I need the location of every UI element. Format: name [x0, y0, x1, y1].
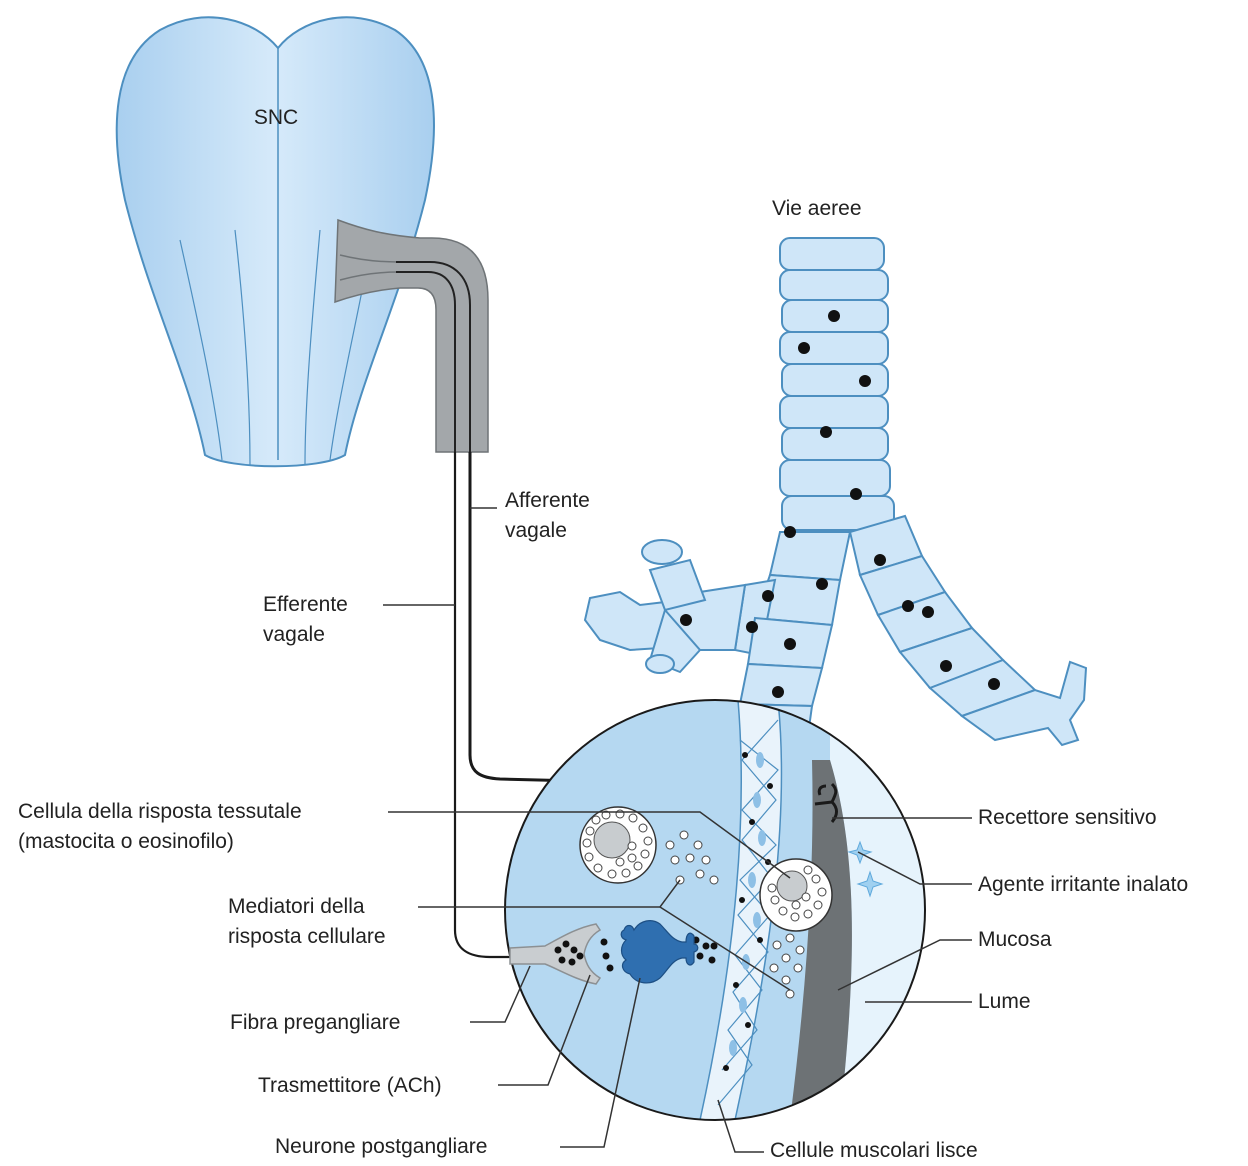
tissue-cell-label-line1: Cellula della risposta tessutale [18, 797, 302, 827]
preganglionic-fiber-label: Fibra pregangliare [230, 1008, 400, 1038]
mucosa-label: Mucosa [978, 925, 1052, 955]
vagal-afferent-label: Afferente vagale [505, 486, 590, 546]
mast-cell [580, 807, 656, 883]
mediators-label: Mediatori della risposta cellulare [228, 892, 386, 952]
vagal-afferent-label-line2: vagale [505, 516, 590, 546]
tissue-cell-label: Cellula della risposta tessutale (mastoc… [18, 797, 302, 857]
lumen-label: Lume [978, 987, 1031, 1017]
mediators-label-line1: Mediatori della [228, 892, 386, 922]
vagal-efferent-label: Efferente vagale [263, 590, 348, 650]
transmitter-label: Trasmettitore (ACh) [258, 1071, 442, 1101]
irritant-label: Agente irritante inalato [978, 870, 1188, 900]
sensory-receptor-label: Recettore sensitivo [978, 803, 1157, 833]
tissue-cell-label-line2: (mastocita o eosinofilo) [18, 827, 302, 857]
airway-tree [585, 238, 1086, 745]
vagal-efferent-label-line2: vagale [263, 620, 348, 650]
vagal-efferent-label-line1: Efferente [263, 590, 348, 620]
smooth-muscle-label: Cellule muscolari lisce [770, 1136, 978, 1166]
postganglionic-neuron-label: Neurone postgangliare [275, 1132, 487, 1162]
mediators-label-line2: risposta cellulare [228, 922, 386, 952]
airways-label: Vie aeree [772, 194, 862, 224]
magnified-airway-wall [505, 700, 930, 1120]
cns-label: SNC [254, 106, 298, 129]
vagal-afferent-label-line1: Afferente [505, 486, 590, 516]
eosinophil-cell [760, 859, 832, 931]
